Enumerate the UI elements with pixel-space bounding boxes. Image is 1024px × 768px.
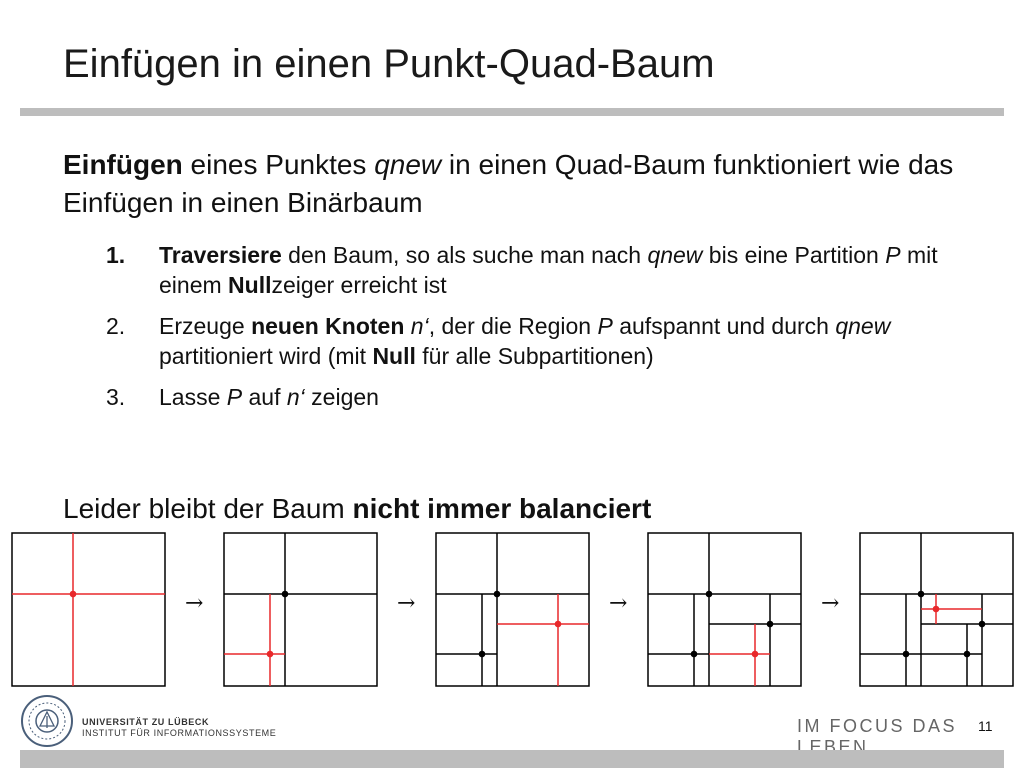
quadtree-stage-1 <box>11 532 166 687</box>
step-item: 3. Lasse P auf n‘ zeigen <box>106 382 966 412</box>
step-text-segment: aufspannt und durch <box>612 313 836 339</box>
step-text-segment: auf <box>242 384 287 410</box>
intro-bold-word: Einfügen <box>63 149 183 180</box>
step-text-segment: Erzeuge <box>159 313 252 339</box>
step-number: 3. <box>106 384 126 410</box>
intro-var: qnew <box>374 149 442 180</box>
stage-4-point-2 <box>690 650 698 658</box>
stage-3-point-2 <box>478 650 486 658</box>
step-text-segment: Lasse <box>159 384 227 410</box>
footer-bar <box>20 750 1004 768</box>
step-item: 2. Erzeuge neuen Knoten n‘, der die Regio… <box>106 311 966 371</box>
step-number: 2. <box>106 313 126 339</box>
stage-4-point-3 <box>766 620 774 628</box>
page-number: 11 <box>978 718 993 734</box>
university-seal-icon <box>21 695 73 747</box>
university-name: UNIVERSITÄT ZU LÜBECK <box>82 717 210 727</box>
step-text-segment: neuen Knoten <box>251 313 405 339</box>
intro-text-2: in einen Quad-Baum funktioniert wie das … <box>63 149 954 218</box>
step-text-segment: zeiger erreicht ist <box>271 272 447 298</box>
institute-name: INSTITUT FÜR INFORMATIONSSYSTEME <box>82 728 277 738</box>
step-text-segment: partitioniert wird (mit <box>159 343 373 369</box>
step-text-segment: Traversiere <box>159 242 282 268</box>
step-text-segment: mit einem <box>159 242 938 298</box>
step-text-segment: qnew <box>647 242 703 268</box>
stage-2-point <box>281 590 289 598</box>
steps-list: 1. Traversiere den Baum, so als suche man… <box>106 240 966 423</box>
step-number: 1. <box>106 242 126 268</box>
step-text-segment: für alle Subpartitionen) <box>415 343 654 369</box>
step-text-segment: zeigen <box>304 384 379 410</box>
quadtree-stage-5 <box>859 532 1014 687</box>
stage-2-frame <box>223 532 378 687</box>
stage-5-point-new <box>932 605 940 613</box>
step-text-segment: , der die Region <box>428 313 598 339</box>
quadtree-stage-3 <box>435 532 590 687</box>
arrow-icon: → <box>821 591 839 616</box>
stage-1-frame <box>11 532 166 687</box>
stage-3-frame <box>435 532 590 687</box>
arrow-icon: → <box>397 591 415 616</box>
quadtree-stage-4 <box>647 532 802 687</box>
conclusion-paragraph: Leider bleibt der Baum nicht immer balan… <box>63 490 963 528</box>
arrow-icon: → <box>185 591 203 616</box>
step-text-segment: P <box>226 384 243 410</box>
intro-text-1: eines Punktes <box>182 149 375 180</box>
stage-4-point-new <box>751 650 759 658</box>
conclusion-text: Leider bleibt der Baum <box>63 493 353 524</box>
step-text-segment: Null <box>372 343 416 369</box>
title-divider <box>20 108 1004 116</box>
quadtree-insertion-diagram: → → → → <box>11 532 1014 687</box>
stage-5-frame <box>859 532 1014 687</box>
university-wordmark: UNIVERSITÄT ZU LÜBECK INSTITUT FÜR INFOR… <box>82 717 276 739</box>
arrow-icon: → <box>609 591 627 616</box>
step-text-segment: P <box>597 313 613 339</box>
step-text-segment: den Baum, so als suche man nach <box>281 242 648 268</box>
step-text-segment: Null <box>228 272 272 298</box>
step-text-segment: qnew <box>835 313 891 339</box>
step-text-segment: n‘ <box>410 313 429 339</box>
step-item: 1. Traversiere den Baum, so als suche man… <box>106 240 966 300</box>
stage-5-point-4 <box>963 650 971 658</box>
stage-2-point-new <box>266 650 274 658</box>
stage-4-frame <box>647 532 802 687</box>
step-text-segment: P <box>885 242 901 268</box>
stage-5-point-1 <box>917 590 925 598</box>
stage-3-point-1 <box>493 590 501 598</box>
stage-5-point-2 <box>902 650 910 658</box>
stage-3-point-new <box>554 620 562 628</box>
intro-paragraph: Einfügen eines Punktes qnew in einen Qua… <box>63 146 963 222</box>
stage-4-point-1 <box>705 590 713 598</box>
quadtree-stage-2 <box>223 532 378 687</box>
stage-5-point-3 <box>978 620 986 628</box>
step-text-segment: n‘ <box>286 384 305 410</box>
step-text-segment: bis eine Partition <box>702 242 886 268</box>
slide-title: Einfügen in einen Punkt-Quad-Baum <box>63 42 715 86</box>
stage-1-point-new <box>69 590 77 598</box>
conclusion-bold: nicht immer balanciert <box>352 493 652 524</box>
